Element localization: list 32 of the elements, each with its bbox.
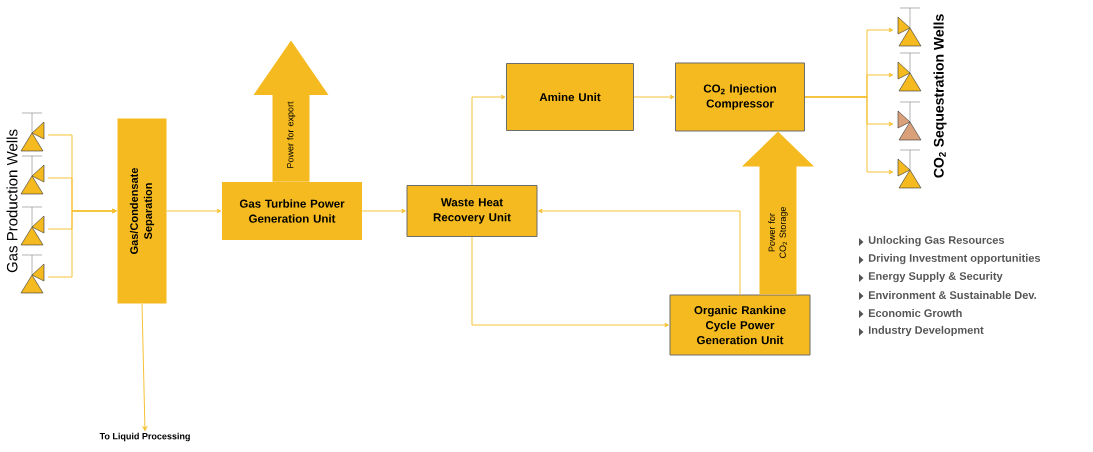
arrow xyxy=(361,208,406,214)
bullet-item: Driving Investment opportunities xyxy=(859,253,1041,265)
arrow xyxy=(633,94,675,100)
edge-label: Power for export xyxy=(286,101,296,168)
arrow xyxy=(471,236,669,328)
well-symbol xyxy=(897,101,922,141)
bullet-item: Economic Growth xyxy=(859,308,962,318)
bullet-item: Energy Supply & Security xyxy=(859,271,1003,283)
process-box: Gas/Condensate Separation xyxy=(117,118,167,304)
arrow xyxy=(538,208,741,295)
well-symbol xyxy=(20,155,45,195)
side-label: CO$_{2}$ Sequestration Wells xyxy=(933,14,947,178)
process-box: Gas Turbine Power Generation Unit xyxy=(222,182,362,240)
arrow xyxy=(47,208,117,278)
arrow xyxy=(804,96,894,175)
well-symbol xyxy=(20,206,45,246)
well-symbol xyxy=(20,254,45,294)
process-box: Organic Rankine Cycle Power Generation Unit xyxy=(669,294,811,356)
process-box: Waste Heat Recovery Unit xyxy=(406,185,538,237)
well-symbol xyxy=(20,112,45,152)
bullet-item: Unlocking Gas Resources xyxy=(859,235,1005,247)
well-symbol xyxy=(897,149,922,189)
arrow xyxy=(166,208,222,214)
well-symbol xyxy=(897,7,922,47)
well-symbol xyxy=(897,52,922,92)
process-box: Amine Unit xyxy=(506,63,634,131)
arrow xyxy=(141,303,148,431)
arrow xyxy=(471,94,506,186)
bullet-item: Industry Development xyxy=(859,325,984,337)
bullet-item: Environment & Sustainable Dev. xyxy=(859,290,1036,300)
side-label: Gas Production Wells xyxy=(6,129,18,273)
output-label: To Liquid Processing xyxy=(99,432,190,442)
